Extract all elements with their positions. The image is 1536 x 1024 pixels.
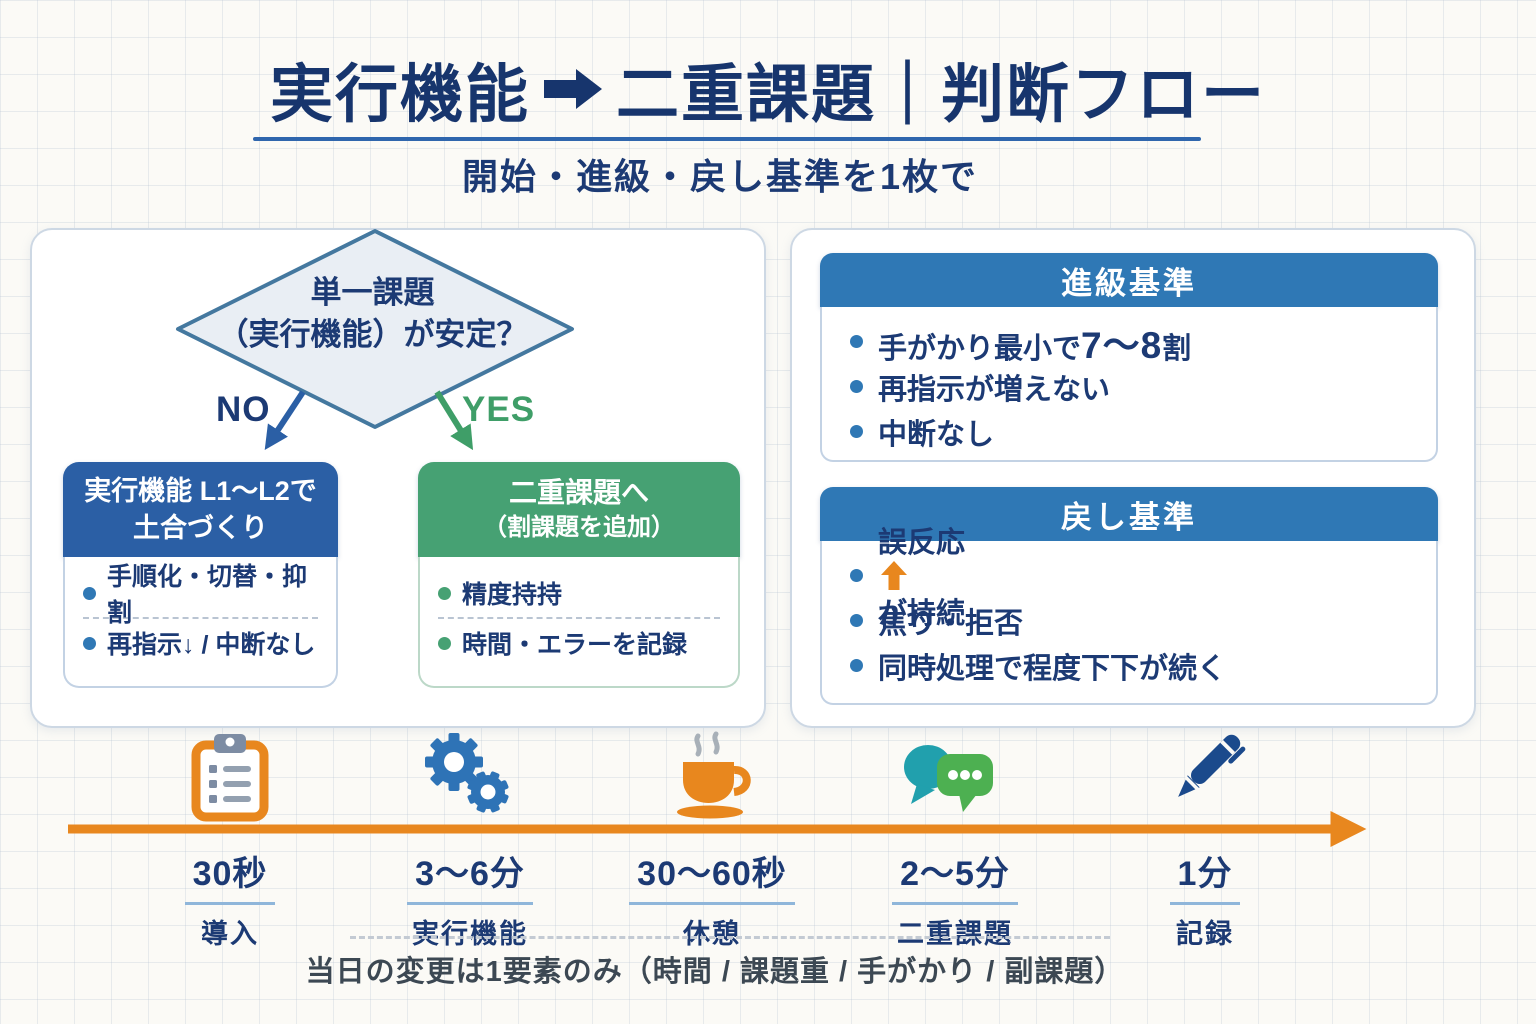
- bullet-dot-icon: [850, 659, 863, 672]
- list-item: 誤反応が持続: [850, 527, 1408, 630]
- bullet-dot-icon: [850, 425, 863, 438]
- timeline-label: 休憩: [683, 919, 741, 949]
- list-item: 中断なし: [850, 409, 1408, 454]
- timeline-time: 3〜6分: [407, 846, 533, 905]
- title-part2: 二重課題｜判断フロー: [616, 59, 1266, 130]
- promotion-criteria-header: 進級基準: [820, 253, 1438, 307]
- revert-bullet1: 誤反応が持続: [878, 527, 966, 630]
- no-branch-label: NO: [216, 390, 271, 429]
- timeline-item-dualtask: 2〜5分 二重課題: [845, 846, 1065, 951]
- divider: [83, 617, 318, 619]
- timeline-time: 1分: [1169, 846, 1241, 905]
- yes-box-bullet2: 時間・エラーを記録: [462, 631, 688, 659]
- timeline-time: 30秒: [184, 846, 276, 905]
- bullet-dot-icon: [83, 636, 96, 650]
- no-branch-box-body: 手順化・切替・抑割 再指示↓ / 中断なし: [63, 557, 338, 688]
- timeline-label: 記録: [1176, 919, 1234, 949]
- revert-bullet2: 焦り・拒否: [878, 607, 1024, 640]
- bullet-dot-icon: [850, 380, 863, 393]
- page-title: 実行機能 二重課題｜判断フロー: [0, 44, 1536, 134]
- yes-branch-label: YES: [462, 390, 536, 429]
- timeline-item-break: 30〜60秒 休憩: [602, 846, 822, 951]
- timeline-item-exec: 3〜6分 実行機能: [360, 846, 580, 951]
- timeline-label: 実行機能: [412, 919, 528, 949]
- promotion-criteria-body: 手がかり最小で7〜8割 再指示が増えない 中断なし: [820, 307, 1438, 462]
- pen-icon: [1178, 734, 1246, 797]
- revert-criteria-header: 戻し基準: [820, 487, 1438, 541]
- no-branch-box-header: 実行機能 L1〜L2で 土合づくり: [63, 462, 338, 557]
- promotion-bullet1: 手がかり最小で7〜8割: [878, 324, 1192, 366]
- list-item: 再指示↓ / 中断なし: [83, 621, 318, 665]
- clipboard-icon: [191, 734, 269, 822]
- revert-bullet3: 同時処理で程度下下が続く: [878, 652, 1227, 685]
- decision-question: 単一課題 （実行機能）が安定？: [200, 272, 545, 356]
- yes-branch-box-header: 二重課題へ （割課題を追加）: [418, 462, 740, 557]
- footer-note: 当日の変更は1要素のみ（時間 / 課題重 / 手がかり / 副課題）: [305, 956, 1125, 988]
- no-box-title-line2: 土合づくり: [133, 512, 268, 543]
- timeline-label: 二重課題: [897, 919, 1013, 949]
- no-box-bullet2: 再指示↓ / 中断なし: [107, 631, 316, 659]
- gears-icon: [425, 733, 509, 813]
- list-item: 焦り・拒否: [850, 598, 1408, 643]
- bullet-dot-icon: [438, 586, 451, 600]
- timeline-label: 導入: [201, 919, 259, 949]
- page-subtitle: 開始・進級・戻し基準を1枚で: [461, 156, 979, 197]
- timeline-time: 30〜60秒: [629, 846, 795, 905]
- bullet-dot-icon: [850, 569, 863, 582]
- no-box-title-line1: 実行機能 L1〜L2で: [84, 476, 317, 507]
- bullet-dot-icon: [438, 636, 451, 650]
- timeline-time: 2〜5分: [892, 846, 1018, 905]
- no-box-bullet1: 手順化・切替・抑割: [107, 563, 308, 627]
- title-part1: 実行機能: [270, 59, 530, 130]
- right-arrow-icon: [544, 69, 602, 109]
- yes-box-title-line2: （割課題を追加）: [483, 514, 675, 542]
- list-item: 精度持持: [438, 571, 720, 615]
- timeline-item-record: 1分 記録: [1095, 846, 1315, 951]
- list-item: 手順化・切替・抑割: [83, 563, 318, 627]
- revert-criteria-body: 誤反応が持続 焦り・拒否 同時処理で程度下下が続く: [820, 527, 1438, 705]
- divider: [438, 617, 720, 619]
- coffee-icon: [677, 731, 751, 819]
- bullet-dot-icon: [850, 614, 863, 627]
- yes-box-title-line1: 二重課題へ: [508, 477, 649, 509]
- question-line1: 単一課題: [310, 275, 435, 310]
- promotion-bullet2: 再指示が増えない: [878, 373, 1111, 406]
- bullet-dot-icon: [850, 335, 863, 348]
- decision-diamond: [176, 229, 574, 429]
- question-line2: （実行機能）が安定？: [217, 316, 528, 352]
- yes-branch-box-body: 精度持持 時間・エラーを記録: [418, 557, 740, 688]
- bullet-dot-icon: [83, 586, 96, 600]
- timeline-item-intro: 30秒 導入: [120, 846, 340, 951]
- promotion-bullet3: 中断なし: [878, 418, 995, 451]
- footer-divider: [350, 936, 1110, 939]
- title-underline: [253, 137, 1201, 141]
- list-item: 同時処理で程度下下が続く: [850, 643, 1408, 688]
- yes-box-bullet1: 精度持持: [462, 581, 563, 609]
- list-item: 時間・エラーを記録: [438, 621, 720, 665]
- chat-icon: [904, 745, 993, 812]
- list-item: 手がかり最小で7〜8割: [850, 319, 1408, 366]
- list-item: 再指示が増えない: [850, 364, 1408, 409]
- up-arrow-icon: [881, 561, 907, 590]
